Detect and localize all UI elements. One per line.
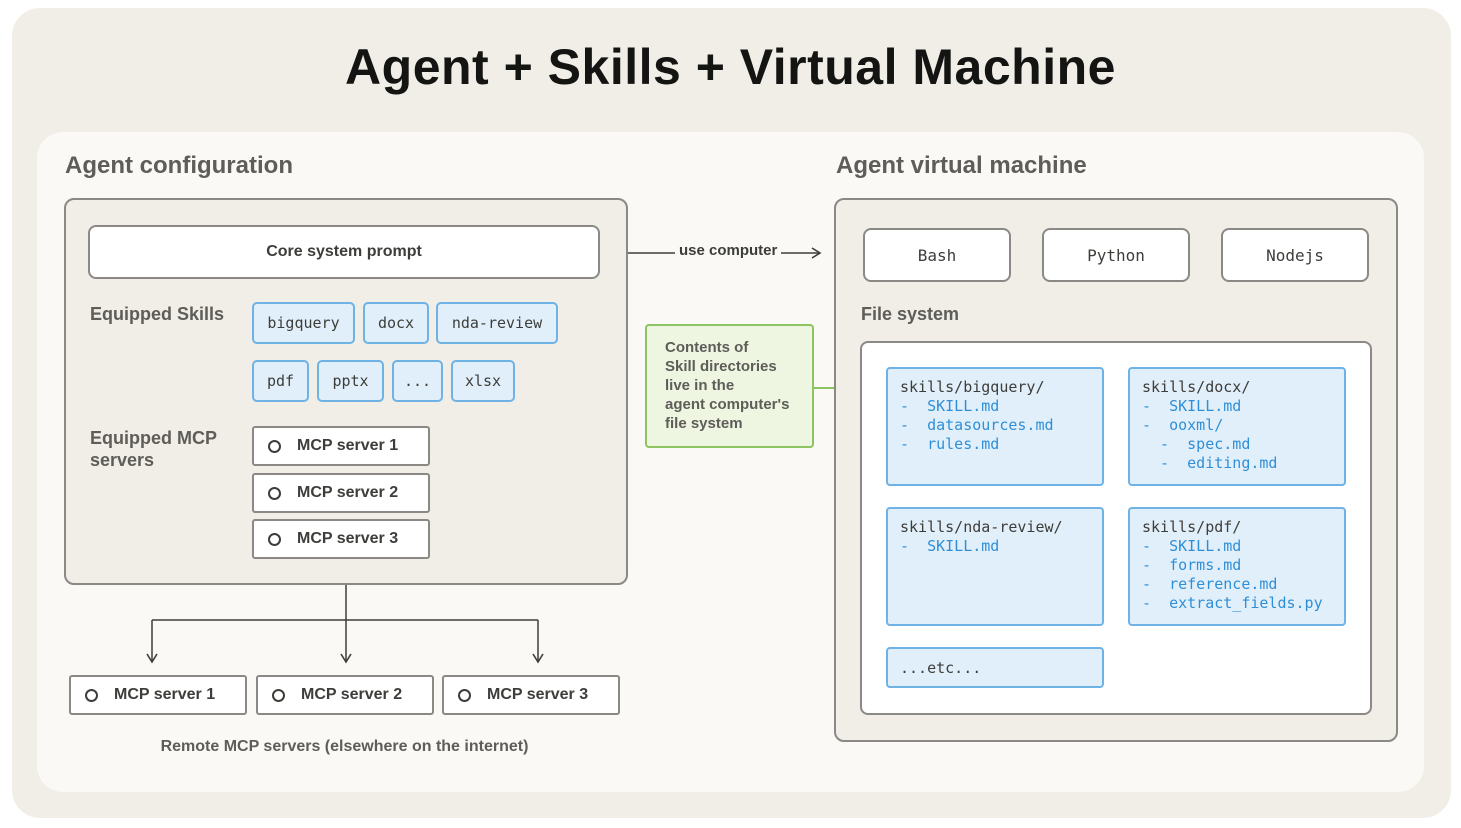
note-line: file system	[665, 415, 743, 432]
file-entry: - spec.md	[1142, 435, 1251, 453]
circle-icon	[272, 688, 285, 702]
skill-contents-note: Contents of Skill directories live in th…	[645, 324, 814, 448]
server-label: MCP server 2	[297, 484, 399, 501]
server-label: MCP server 3	[297, 530, 399, 547]
skill-chip-more: ...	[392, 360, 443, 402]
agent-configuration-title: Agent configuration	[65, 152, 293, 179]
circle-icon	[85, 688, 98, 702]
skill-chip-bigquery: bigquery	[252, 302, 355, 344]
runtime-python: Python	[1042, 228, 1190, 282]
agent-virtual-machine-title: Agent virtual machine	[836, 152, 1087, 179]
file-entry: - editing.md	[1142, 454, 1278, 472]
core-system-prompt-box: Core system prompt	[88, 225, 600, 279]
file-entry: - forms.md	[1142, 556, 1242, 574]
dir-skills-bigquery: skills/bigquery/ - SKILL.md - datasource…	[886, 367, 1104, 486]
skill-chip-pdf: pdf	[252, 360, 309, 402]
equipped-mcp-label: Equipped MCP servers	[90, 428, 217, 470]
circle-icon	[268, 439, 281, 453]
file-entry: - SKILL.md	[900, 537, 1000, 555]
file-entry: - extract_fields.py	[1142, 594, 1323, 612]
server-label: MCP server 3	[487, 686, 589, 703]
file-entry: - datasources.md	[900, 416, 1054, 434]
dir-skills-nda-review: skills/nda-review/ - SKILL.md	[886, 507, 1104, 626]
skill-chip-pptx: pptx	[317, 360, 384, 402]
equipped-mcp-server-3: MCP server 3	[252, 519, 430, 559]
circle-icon	[268, 532, 281, 546]
file-entry: - SKILL.md	[900, 397, 1000, 415]
note-line: Skill directories	[665, 358, 777, 375]
circle-icon	[268, 486, 281, 500]
file-entry: - reference.md	[1142, 575, 1278, 593]
server-label: MCP server 2	[301, 686, 403, 703]
dir-name: skills/nda-review/	[900, 518, 1063, 536]
runtime-nodejs: Nodejs	[1221, 228, 1369, 282]
file-entry: - rules.md	[900, 435, 1000, 453]
file-entry: - SKILL.md	[1142, 397, 1242, 415]
skill-chip-docx: docx	[363, 302, 429, 344]
remote-mcp-caption: Remote MCP servers (elsewhere on the int…	[160, 738, 529, 755]
equipped-mcp-server-2: MCP server 2	[252, 473, 430, 513]
note-line: agent computer's	[665, 396, 790, 413]
remote-mcp-server-2: MCP server 2	[256, 675, 434, 715]
dir-skills-docx: skills/docx/ - SKILL.md - ooxml/ - spec.…	[1128, 367, 1346, 486]
dir-name: skills/pdf/	[1142, 518, 1242, 536]
skill-chip-nda-review: nda-review	[436, 302, 558, 344]
remote-mcp-server-3: MCP server 3	[442, 675, 620, 715]
runtime-bash: Bash	[863, 228, 1011, 282]
note-line: live in the	[665, 377, 735, 394]
server-label: MCP server 1	[297, 437, 399, 454]
page-title: Agent + Skills + Virtual Machine	[345, 39, 1116, 95]
dir-name: skills/bigquery/	[900, 378, 1045, 396]
dir-skills-pdf: skills/pdf/ - SKILL.md - forms.md - refe…	[1128, 507, 1346, 626]
use-computer-label: use computer	[675, 242, 782, 259]
dir-name: skills/docx/	[1142, 378, 1251, 396]
file-system-label: File system	[861, 304, 960, 324]
note-line: Contents of	[665, 339, 749, 356]
dir-etc: ...etc...	[886, 647, 1104, 688]
equipped-mcp-server-1: MCP server 1	[252, 426, 430, 466]
remote-mcp-server-1: MCP server 1	[69, 675, 247, 715]
equipped-skills-label: Equipped Skills	[90, 304, 225, 324]
file-entry: - SKILL.md	[1142, 537, 1242, 555]
circle-icon	[458, 688, 471, 702]
dir-name: ...etc...	[900, 659, 982, 677]
server-label: MCP server 1	[114, 686, 216, 703]
file-entry: - ooxml/	[1142, 416, 1224, 434]
skill-chip-xlsx: xlsx	[451, 360, 515, 402]
